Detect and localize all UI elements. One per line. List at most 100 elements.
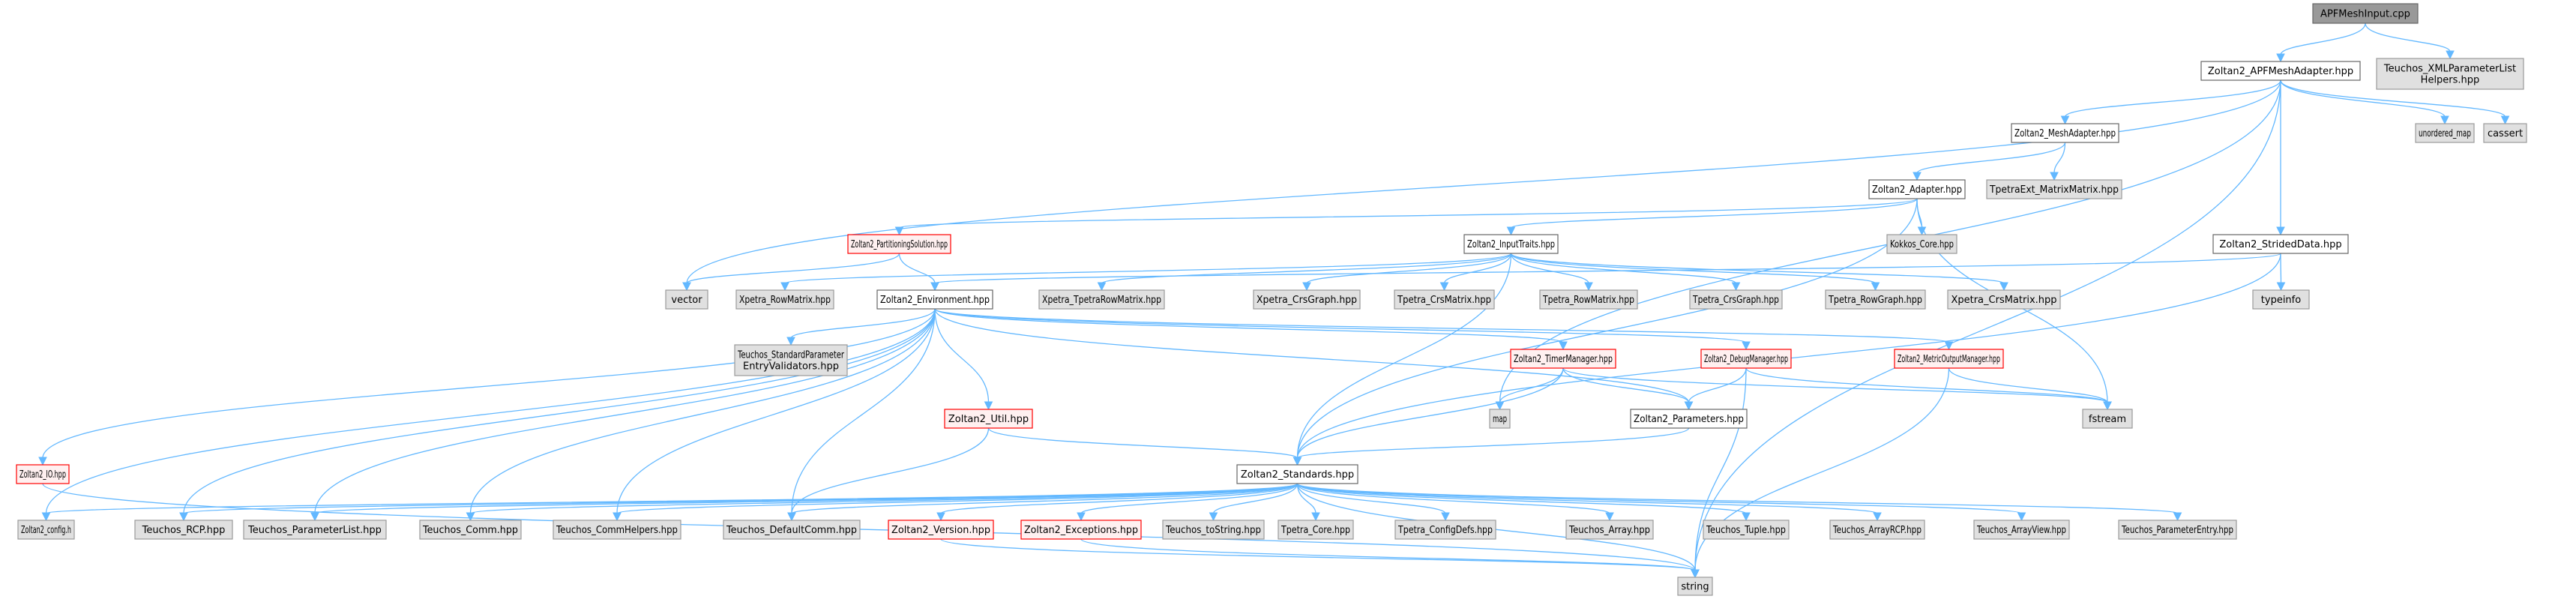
node-metric[interactable]: Zoltan2_MetricOutputManager.hpp <box>1894 349 2004 369</box>
node-partsol[interactable]: Zoltan2_PartitioningSolution.hpp <box>847 234 951 254</box>
node-root[interactable]: APFMeshInput.cpp <box>2312 3 2419 24</box>
node-cassert[interactable]: cassert <box>2483 123 2527 143</box>
node-kokkos[interactable]: Kokkos_Core.hpp <box>1886 234 1957 254</box>
node-plist[interactable]: Teuchos_ParameterList.hpp <box>243 520 387 540</box>
node-debug[interactable]: Zoltan2_DebugManager.hpp <box>1700 349 1792 369</box>
node-util[interactable]: Zoltan2_Util.hpp <box>944 409 1033 429</box>
node-box[interactable] <box>1278 520 1354 540</box>
node-comm[interactable]: Teuchos_Comm.hpp <box>419 520 522 540</box>
node-strided[interactable]: Zoltan2_StridedData.hpp <box>2212 234 2349 254</box>
node-box[interactable] <box>2252 289 2310 310</box>
node-box[interactable] <box>944 409 1033 429</box>
node-version[interactable]: Zoltan2_Version.hpp <box>888 520 994 540</box>
node-env[interactable]: Zoltan2_Environment.hpp <box>876 289 993 310</box>
node-config[interactable]: Zoltan2_config.h <box>17 520 75 540</box>
node-io[interactable]: Zoltan2_IO.hpp <box>16 464 70 484</box>
node-box[interactable] <box>243 520 387 540</box>
node-meshad[interactable]: Zoltan2_MeshAdapter.hpp <box>2011 123 2119 143</box>
node-box[interactable] <box>1489 409 1511 429</box>
node-tostring[interactable]: Teuchos_toString.hpp <box>1162 520 1265 540</box>
node-box[interactable] <box>2312 3 2419 24</box>
node-box[interactable] <box>2376 58 2524 90</box>
node-tpetraext[interactable]: TpetraExt_MatrixMatrix.hpp <box>1986 179 2122 199</box>
node-xcrsgraph[interactable]: Xpetra_CrsGraph.hpp <box>1253 289 1361 310</box>
node-box[interactable] <box>2200 61 2361 81</box>
node-map[interactable]: map <box>1489 409 1511 429</box>
node-box[interactable] <box>419 520 522 540</box>
node-box[interactable] <box>1162 520 1265 540</box>
node-apfmesh[interactable]: Zoltan2_APFMeshAdapter.hpp <box>2200 61 2361 81</box>
node-box[interactable] <box>1986 179 2122 199</box>
node-box[interactable] <box>1463 234 1559 254</box>
node-fstream[interactable]: fstream <box>2082 409 2133 429</box>
node-box[interactable] <box>16 464 70 484</box>
node-tcrsmat[interactable]: Tpetra_CrsMatrix.hpp <box>1394 289 1495 310</box>
node-box[interactable] <box>1020 520 1142 540</box>
node-box[interactable] <box>17 520 75 540</box>
node-box[interactable] <box>553 520 681 540</box>
node-box[interactable] <box>1973 520 2070 540</box>
node-box[interactable] <box>1703 520 1790 540</box>
node-tarray[interactable]: Teuchos_Array.hpp <box>1565 520 1654 540</box>
node-box[interactable] <box>1236 464 1358 484</box>
node-typeinfo[interactable]: typeinfo <box>2252 289 2310 310</box>
node-tpentry[interactable]: Teuchos_ParameterEntry.hpp <box>2118 520 2237 540</box>
node-rcp[interactable]: Teuchos_RCP.hpp <box>134 520 233 540</box>
node-box[interactable] <box>1886 234 1957 254</box>
node-string[interactable]: string <box>1677 577 1713 596</box>
node-box[interactable] <box>1829 520 1925 540</box>
node-trowgraph[interactable]: Tpetra_RowGraph.hpp <box>1825 289 1926 310</box>
node-box[interactable] <box>734 344 848 376</box>
node-box[interactable] <box>1689 289 1783 310</box>
node-box[interactable] <box>735 289 834 310</box>
node-except[interactable]: Zoltan2_Exceptions.hpp <box>1020 520 1142 540</box>
node-tcrsgraph[interactable]: Tpetra_CrsGraph.hpp <box>1689 289 1783 310</box>
node-trowmat[interactable]: Tpetra_RowMatrix.hpp <box>1539 289 1638 310</box>
node-defcomm[interactable]: Teuchos_DefaultComm.hpp <box>723 520 861 540</box>
node-box[interactable] <box>1038 289 1165 310</box>
node-box[interactable] <box>1894 349 2004 369</box>
node-box[interactable] <box>1700 349 1792 369</box>
node-spev[interactable]: Teuchos_StandardParameterEntryValidators… <box>734 344 848 376</box>
node-ttuple[interactable]: Teuchos_Tuple.hpp <box>1703 520 1790 540</box>
node-tcore[interactable]: Tpetra_Core.hpp <box>1278 520 1354 540</box>
node-box[interactable] <box>2415 123 2475 143</box>
node-inputtraits[interactable]: Zoltan2_InputTraits.hpp <box>1463 234 1559 254</box>
node-box[interactable] <box>1253 289 1361 310</box>
node-box[interactable] <box>665 289 708 310</box>
node-xtprowmat[interactable]: Xpetra_TpetraRowMatrix.hpp <box>1038 289 1165 310</box>
node-box[interactable] <box>888 520 994 540</box>
node-box[interactable] <box>1677 577 1713 596</box>
node-box[interactable] <box>1539 289 1638 310</box>
node-vector[interactable]: vector <box>665 289 708 310</box>
node-tarcp[interactable]: Teuchos_ArrayRCP.hpp <box>1829 520 1925 540</box>
node-xcrsmat[interactable]: Xpetra_CrsMatrix.hpp <box>1947 289 2061 310</box>
node-box[interactable] <box>1394 520 1496 540</box>
node-box[interactable] <box>723 520 861 540</box>
node-box[interactable] <box>1868 179 1966 199</box>
node-box[interactable] <box>134 520 233 540</box>
node-commhelp[interactable]: Teuchos_CommHelpers.hpp <box>553 520 681 540</box>
node-box[interactable] <box>2082 409 2133 429</box>
node-box[interactable] <box>876 289 993 310</box>
node-box[interactable] <box>1565 520 1654 540</box>
node-box[interactable] <box>1825 289 1926 310</box>
node-box[interactable] <box>2483 123 2527 143</box>
node-adapter[interactable]: Zoltan2_Adapter.hpp <box>1868 179 1966 199</box>
node-tconfig[interactable]: Tpetra_ConfigDefs.hpp <box>1394 520 1496 540</box>
node-xrowmat[interactable]: Xpetra_RowMatrix.hpp <box>735 289 834 310</box>
node-box[interactable] <box>1947 289 2061 310</box>
node-box[interactable] <box>2118 520 2237 540</box>
node-timer[interactable]: Zoltan2_TimerManager.hpp <box>1510 349 1616 369</box>
node-box[interactable] <box>1394 289 1495 310</box>
node-params[interactable]: Zoltan2_Parameters.hpp <box>1630 409 1748 429</box>
node-taview[interactable]: Teuchos_ArrayView.hpp <box>1973 520 2070 540</box>
node-unordered_map[interactable]: unordered_map <box>2415 123 2475 143</box>
node-box[interactable] <box>1510 349 1616 369</box>
node-box[interactable] <box>2011 123 2119 143</box>
node-box[interactable] <box>847 234 951 254</box>
node-box[interactable] <box>2212 234 2349 254</box>
node-box[interactable] <box>1630 409 1748 429</box>
node-standards[interactable]: Zoltan2_Standards.hpp <box>1236 464 1358 484</box>
